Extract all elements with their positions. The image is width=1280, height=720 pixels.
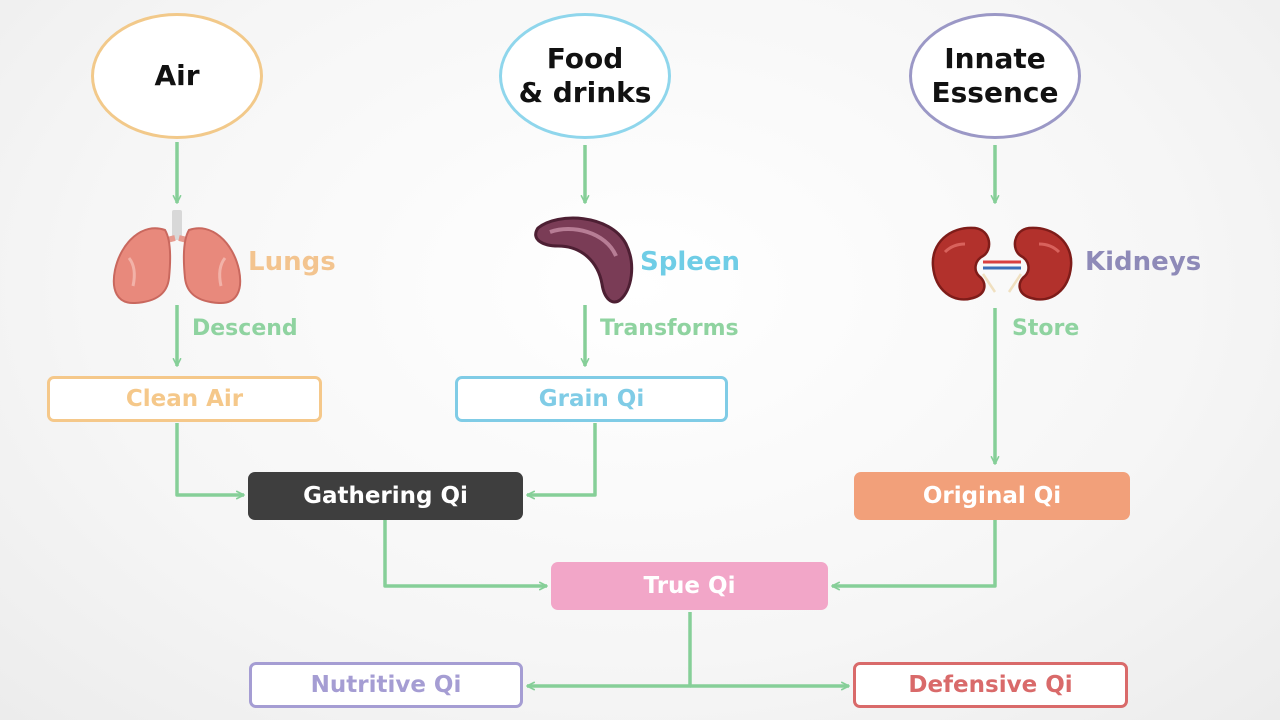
- organ-label-lungs: Lungs: [248, 247, 336, 277]
- spleen-icon: [534, 216, 634, 304]
- clean-air-box: Clean Air: [47, 376, 322, 422]
- lungs-icon: [112, 210, 242, 305]
- source-food-drinks: Food & drinks: [499, 13, 671, 139]
- arrow-grain-qi-to-gathering-qi: [526, 423, 597, 500]
- source-air: Air: [91, 13, 263, 139]
- process-store: Store: [1012, 316, 1080, 341]
- true-qi-box: True Qi: [551, 562, 828, 610]
- organ-label-kidneys: Kidneys: [1085, 247, 1202, 277]
- source-innate-essence: Innate Essence: [909, 13, 1081, 139]
- nutritive-qi-box: Nutritive Qi: [249, 662, 523, 708]
- arrow-clean-air-to-gathering-qi: [175, 423, 245, 500]
- process-transforms: Transforms: [600, 316, 739, 341]
- organ-label-spleen: Spleen: [640, 247, 741, 277]
- original-qi-box: Original Qi: [854, 472, 1130, 520]
- arrow-true-qi-to-nutritive-qi: [526, 612, 692, 691]
- process-descend: Descend: [192, 316, 298, 341]
- defensive-qi-box: Defensive Qi: [853, 662, 1128, 708]
- arrow-gathering-qi-to-true-qi: [383, 520, 548, 591]
- gathering-qi-box: Gathering Qi: [248, 472, 523, 520]
- kidneys-icon: [931, 226, 1073, 301]
- grain-qi-box: Grain Qi: [455, 376, 728, 422]
- arrow-original-qi-to-true-qi: [831, 520, 997, 591]
